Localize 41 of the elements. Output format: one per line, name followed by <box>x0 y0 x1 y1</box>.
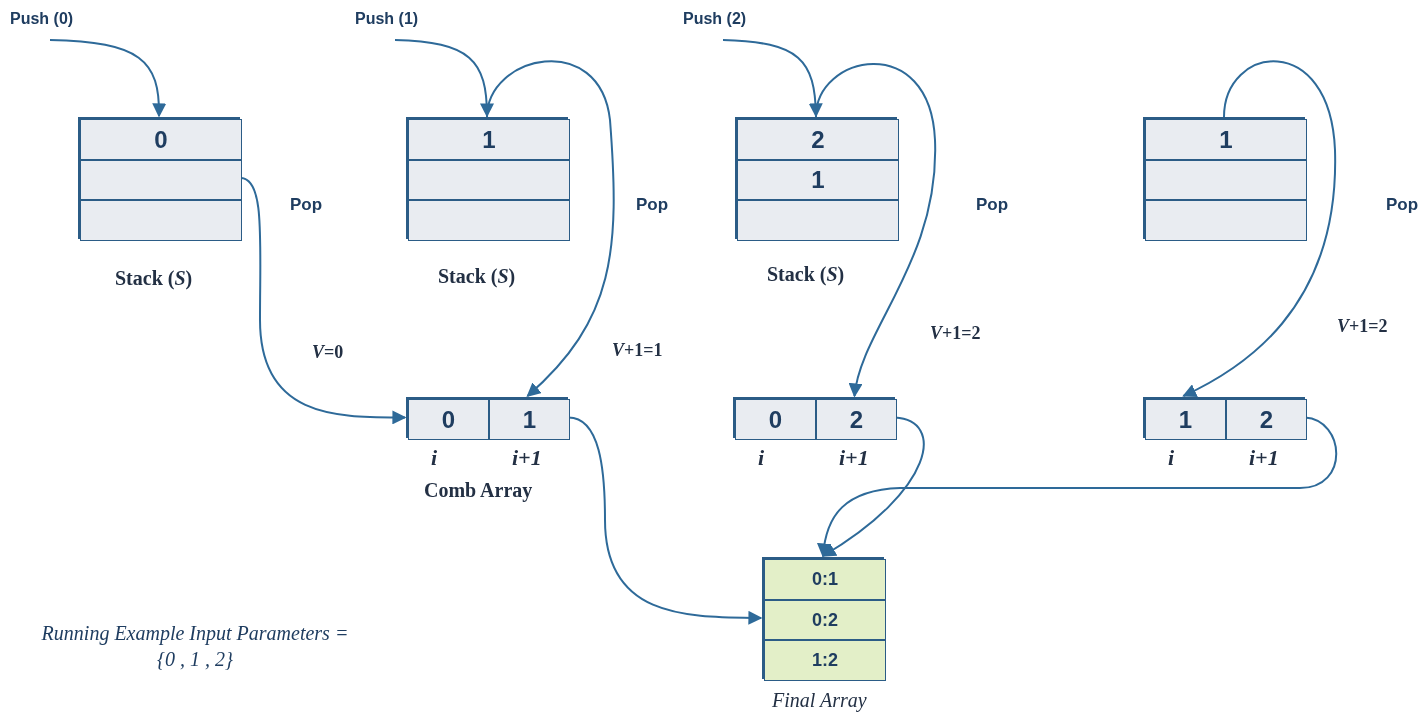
arrow <box>1182 60 1336 397</box>
empty-cell <box>737 200 899 241</box>
value-cell: 1 <box>737 160 899 200</box>
operation-label: Push (0) <box>10 10 90 36</box>
node-label: Stack (S) <box>115 267 193 290</box>
value-cell: 0 <box>80 119 242 160</box>
operation-label: Pop <box>976 195 1009 215</box>
value-cell: 0:2 <box>764 600 886 640</box>
operation-label: Push (2) <box>683 10 763 36</box>
index-label: i+1 <box>1249 445 1279 471</box>
empty-cell <box>1145 160 1307 200</box>
operation-label: Pop <box>1386 195 1419 215</box>
stack-box <box>1143 117 1305 239</box>
operation-label: Pop <box>290 195 323 215</box>
operation-label: Push (1) <box>355 10 435 36</box>
index-label: i <box>758 445 765 471</box>
arrow <box>821 416 925 557</box>
value-cell: 1 <box>408 119 570 160</box>
value-cell: 1 <box>1145 119 1307 160</box>
value-cell: 0:1 <box>764 559 886 600</box>
arrow <box>817 416 1338 558</box>
index-label: i <box>431 445 438 471</box>
value-cell: 2 <box>737 119 899 160</box>
arrow <box>49 39 166 118</box>
node-label: Stack (S) <box>438 265 516 288</box>
note-text: Running Example Input Parameters = {0 , 1 , 2} <box>40 621 350 672</box>
operation-label: Pop <box>636 195 669 215</box>
index-label: i <box>1168 445 1175 471</box>
index-label: i+1 <box>839 445 869 471</box>
empty-cell <box>80 200 242 241</box>
value-cell: 1:2 <box>764 640 886 681</box>
empty-cell <box>80 160 242 200</box>
empty-cell <box>408 160 570 200</box>
node-label: Final Array <box>772 689 867 712</box>
arrow <box>486 60 615 397</box>
arrow <box>815 63 936 398</box>
index-label: i+1 <box>512 445 542 471</box>
node-label: Stack (S) <box>767 263 845 286</box>
node-label: Comb Array <box>424 479 533 502</box>
empty-cell <box>1145 200 1307 241</box>
empty-cell <box>408 200 570 241</box>
